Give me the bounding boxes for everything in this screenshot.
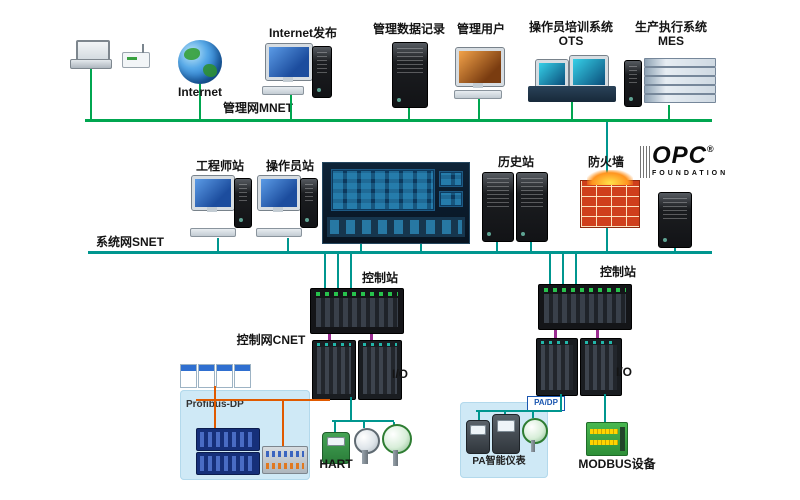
ots-sublabel: OTS	[558, 34, 584, 48]
internet-pub-label: Internet发布	[268, 26, 337, 40]
io-rack-right-1	[536, 338, 578, 396]
io-link-left-1	[328, 331, 331, 341]
cnet-label: 控制网CNET	[236, 333, 306, 347]
terminal-block-icon	[262, 446, 308, 474]
snet-line	[88, 251, 712, 254]
modbus-device-icon	[586, 422, 628, 456]
modbus-drop-line	[604, 394, 606, 422]
operator-drop-line	[287, 238, 289, 251]
hart-stub-2	[363, 422, 365, 428]
plc-rack-2	[196, 452, 260, 475]
mgmt-data-label: 管理数据记录	[372, 22, 445, 36]
internet-label: Internet	[177, 85, 222, 99]
hart-stub-3	[393, 422, 395, 425]
hart-transmitter-icon	[322, 432, 350, 464]
controller-rack-left	[310, 288, 404, 334]
profibus-stub-3	[282, 401, 284, 446]
pa-gauge-stem	[531, 440, 535, 452]
io-link-right-1	[554, 327, 557, 339]
pa-device-label: PA智能仪表	[472, 456, 526, 467]
pa-stub-2	[504, 412, 506, 415]
history-drop-line-2	[530, 240, 532, 251]
control-room-image	[322, 162, 470, 244]
pressure-gauge-icon	[354, 428, 380, 454]
control-station-right-label: 控制站	[599, 265, 636, 279]
pa-stub-1	[478, 412, 480, 420]
opc-foundation-text: FOUNDATION	[652, 170, 729, 177]
control-room-drop-line-2	[420, 242, 422, 251]
control-station-left-label: 控制站	[361, 271, 398, 285]
mgmt-data-drop-line	[408, 106, 410, 119]
cnet-link-right-1	[549, 254, 551, 284]
io-left-label: I/O	[391, 367, 408, 381]
cnet-link-right-2	[562, 254, 564, 284]
pa-transmitter-1-icon	[466, 420, 490, 454]
pa-bus-line	[476, 410, 562, 412]
io-rack-left-2	[358, 340, 402, 400]
laptop-drop-line	[90, 67, 92, 119]
engineer-station-label: 工程师站	[195, 159, 244, 173]
ots-drop-line	[571, 102, 573, 119]
mgmt-user-drop-line	[478, 97, 480, 119]
mes-sublabel: MES	[657, 34, 684, 48]
hart-stub-1	[334, 422, 336, 432]
firewall-down-link	[606, 226, 608, 251]
hart-bus-line	[332, 420, 394, 422]
mnet-line	[85, 119, 712, 122]
globe-drop-line	[199, 84, 201, 119]
engineer-drop-line	[217, 238, 219, 251]
hart-drop-line	[350, 397, 352, 421]
controller-rack-right	[538, 284, 632, 330]
opc-logo-text: OPC	[652, 142, 708, 169]
pa-stub-3	[532, 412, 534, 418]
mgmt-user-label: 管理用户	[456, 22, 505, 36]
io-link-right-2	[596, 327, 599, 339]
history-server-2-icon	[516, 172, 548, 242]
wireless-router-icon	[122, 44, 150, 68]
firewall-icon	[580, 170, 640, 228]
flow-meter-stem	[393, 450, 398, 466]
cnet-link-right-3	[575, 254, 577, 284]
profibus-bus-line	[196, 399, 330, 401]
history-drop-line-1	[496, 240, 498, 251]
laptop-base	[70, 59, 112, 69]
history-server-1-icon	[482, 172, 514, 242]
io-right-label: I/O	[615, 365, 632, 379]
profibus-stub-2	[214, 401, 216, 428]
pa-transmitter-2-icon	[492, 414, 520, 454]
modbus-label: MODBUS设备	[578, 457, 656, 471]
mnet-label: 管理网MNET	[223, 101, 293, 115]
control-room-drop-line	[360, 242, 362, 251]
operator-station-label: 操作员站	[265, 159, 314, 173]
opc-logo: OPC® FOUNDATION	[640, 142, 730, 188]
firewall-up-link	[606, 122, 608, 180]
pressure-gauge-stem	[362, 450, 368, 464]
cnet-link-left-3	[350, 254, 352, 288]
firewall-label: 防火墙	[587, 155, 624, 169]
internet-pub-drop-line	[290, 93, 292, 119]
cnet-link-left-1	[324, 254, 326, 288]
io-rack-right-2	[580, 338, 622, 396]
opc-registered-mark: ®	[707, 144, 714, 154]
mes-label: 生产执行系统	[634, 20, 707, 34]
pa-gauge-icon	[522, 418, 548, 444]
mgmt-data-server-icon	[392, 42, 428, 108]
opc-logo-texture	[640, 146, 652, 178]
profibus-stub-1	[214, 386, 216, 399]
history-station-label: 历史站	[497, 155, 534, 169]
pa-drop-line	[560, 394, 562, 411]
internet-globe-icon	[178, 40, 222, 84]
snet-label: 系统网SNET	[95, 235, 164, 249]
plc-rack-1	[196, 428, 260, 451]
opc-server-icon	[658, 192, 692, 248]
cnet-link-left-2	[337, 254, 339, 288]
hart-label: HART	[319, 457, 353, 471]
io-rack-left-1	[312, 340, 356, 400]
ots-label: 操作员培训系统	[528, 20, 613, 34]
io-link-left-2	[370, 331, 373, 341]
opc-server-drop-line	[674, 246, 676, 251]
mes-drop-line	[668, 105, 670, 119]
